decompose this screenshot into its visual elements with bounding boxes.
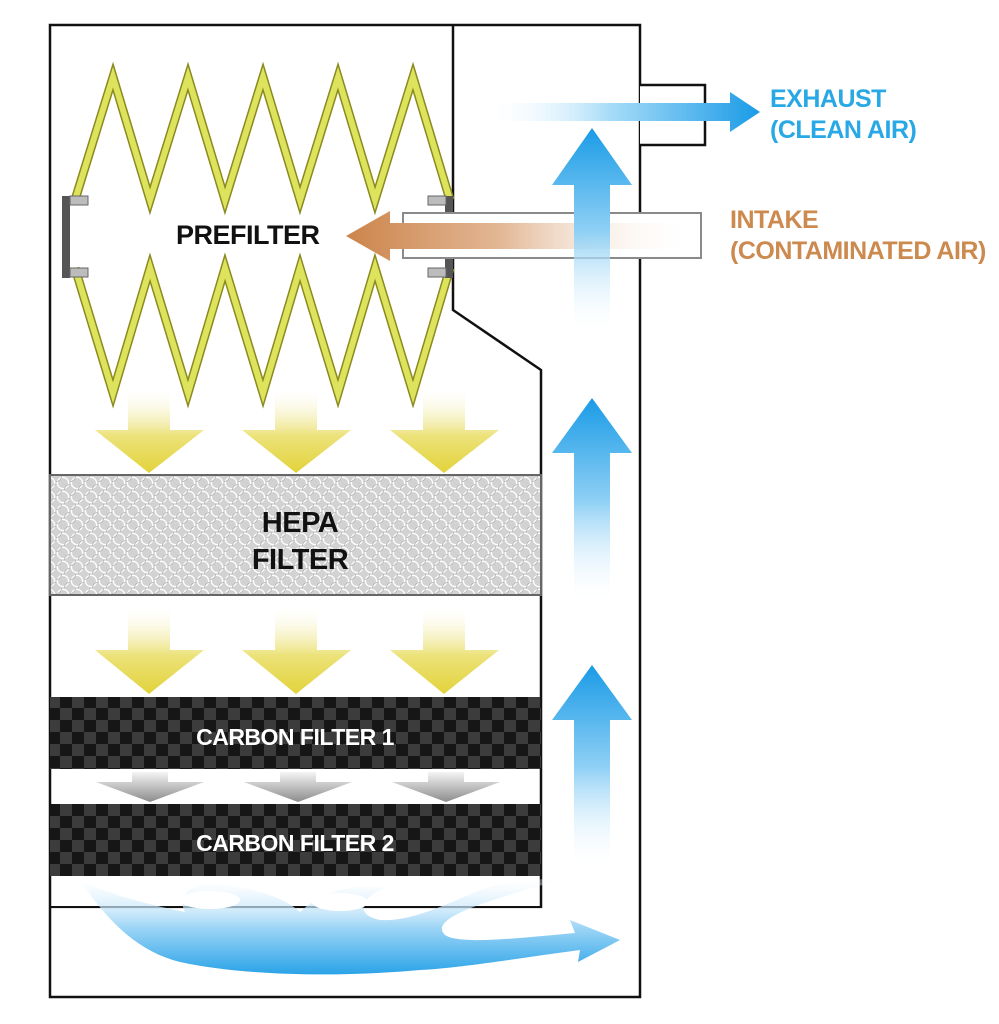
carbon-filter-1 xyxy=(50,697,541,769)
bottom-airflow-swirl xyxy=(80,879,620,975)
prefilter-clip xyxy=(427,267,447,278)
hepa-filter xyxy=(49,474,542,596)
downflow-arrow xyxy=(95,608,204,694)
downflow-arrow xyxy=(390,608,499,694)
exhaust-label-line2: (CLEAN AIR) xyxy=(770,116,917,144)
exhaust-label-line1: EXHAUST xyxy=(770,85,886,113)
carbon-flow-arrow xyxy=(96,772,204,802)
prefilter-clip xyxy=(427,195,447,206)
prefilter-clip xyxy=(69,195,89,206)
downflow-arrow xyxy=(242,608,351,694)
carbon-flow-arrow xyxy=(392,772,500,802)
downflow-arrow xyxy=(242,390,351,473)
clean-air-up-arrow xyxy=(552,398,632,605)
downflow-arrow xyxy=(390,390,499,473)
inner-chamber-wall xyxy=(451,25,543,908)
exhaust-label: EXHAUST (CLEAN AIR) xyxy=(770,84,917,146)
prefilter-clip xyxy=(69,267,89,278)
intake-label-line1: INTAKE xyxy=(730,206,819,234)
hepa-label-line2: FILTER xyxy=(251,544,349,576)
clean-air-up-arrow xyxy=(552,128,632,335)
intake-label-line2: (CONTAMINATED AIR) xyxy=(730,237,986,265)
intake-label: INTAKE (CONTAMINATED AIR) xyxy=(730,205,986,267)
carbon-filter-2-label: CARBON FILTER 2 xyxy=(196,830,394,856)
hepa-label-line1: HEPA xyxy=(261,507,339,539)
downflow-arrow xyxy=(95,390,204,473)
prefilter-frame-left xyxy=(62,196,70,278)
swirl-gap xyxy=(180,891,240,909)
prefilter-label: PREFILTER xyxy=(176,220,320,250)
carbon-filter-1-label: CARBON FILTER 1 xyxy=(196,724,394,750)
carbon-filter-2 xyxy=(50,804,541,876)
swirl-gap xyxy=(312,893,368,911)
exhaust-arrow xyxy=(486,92,760,132)
clean-air-up-arrow xyxy=(552,665,632,870)
hepa-filter-label: HEPA FILTER xyxy=(200,505,400,579)
carbon-flow-arrow xyxy=(244,772,352,802)
